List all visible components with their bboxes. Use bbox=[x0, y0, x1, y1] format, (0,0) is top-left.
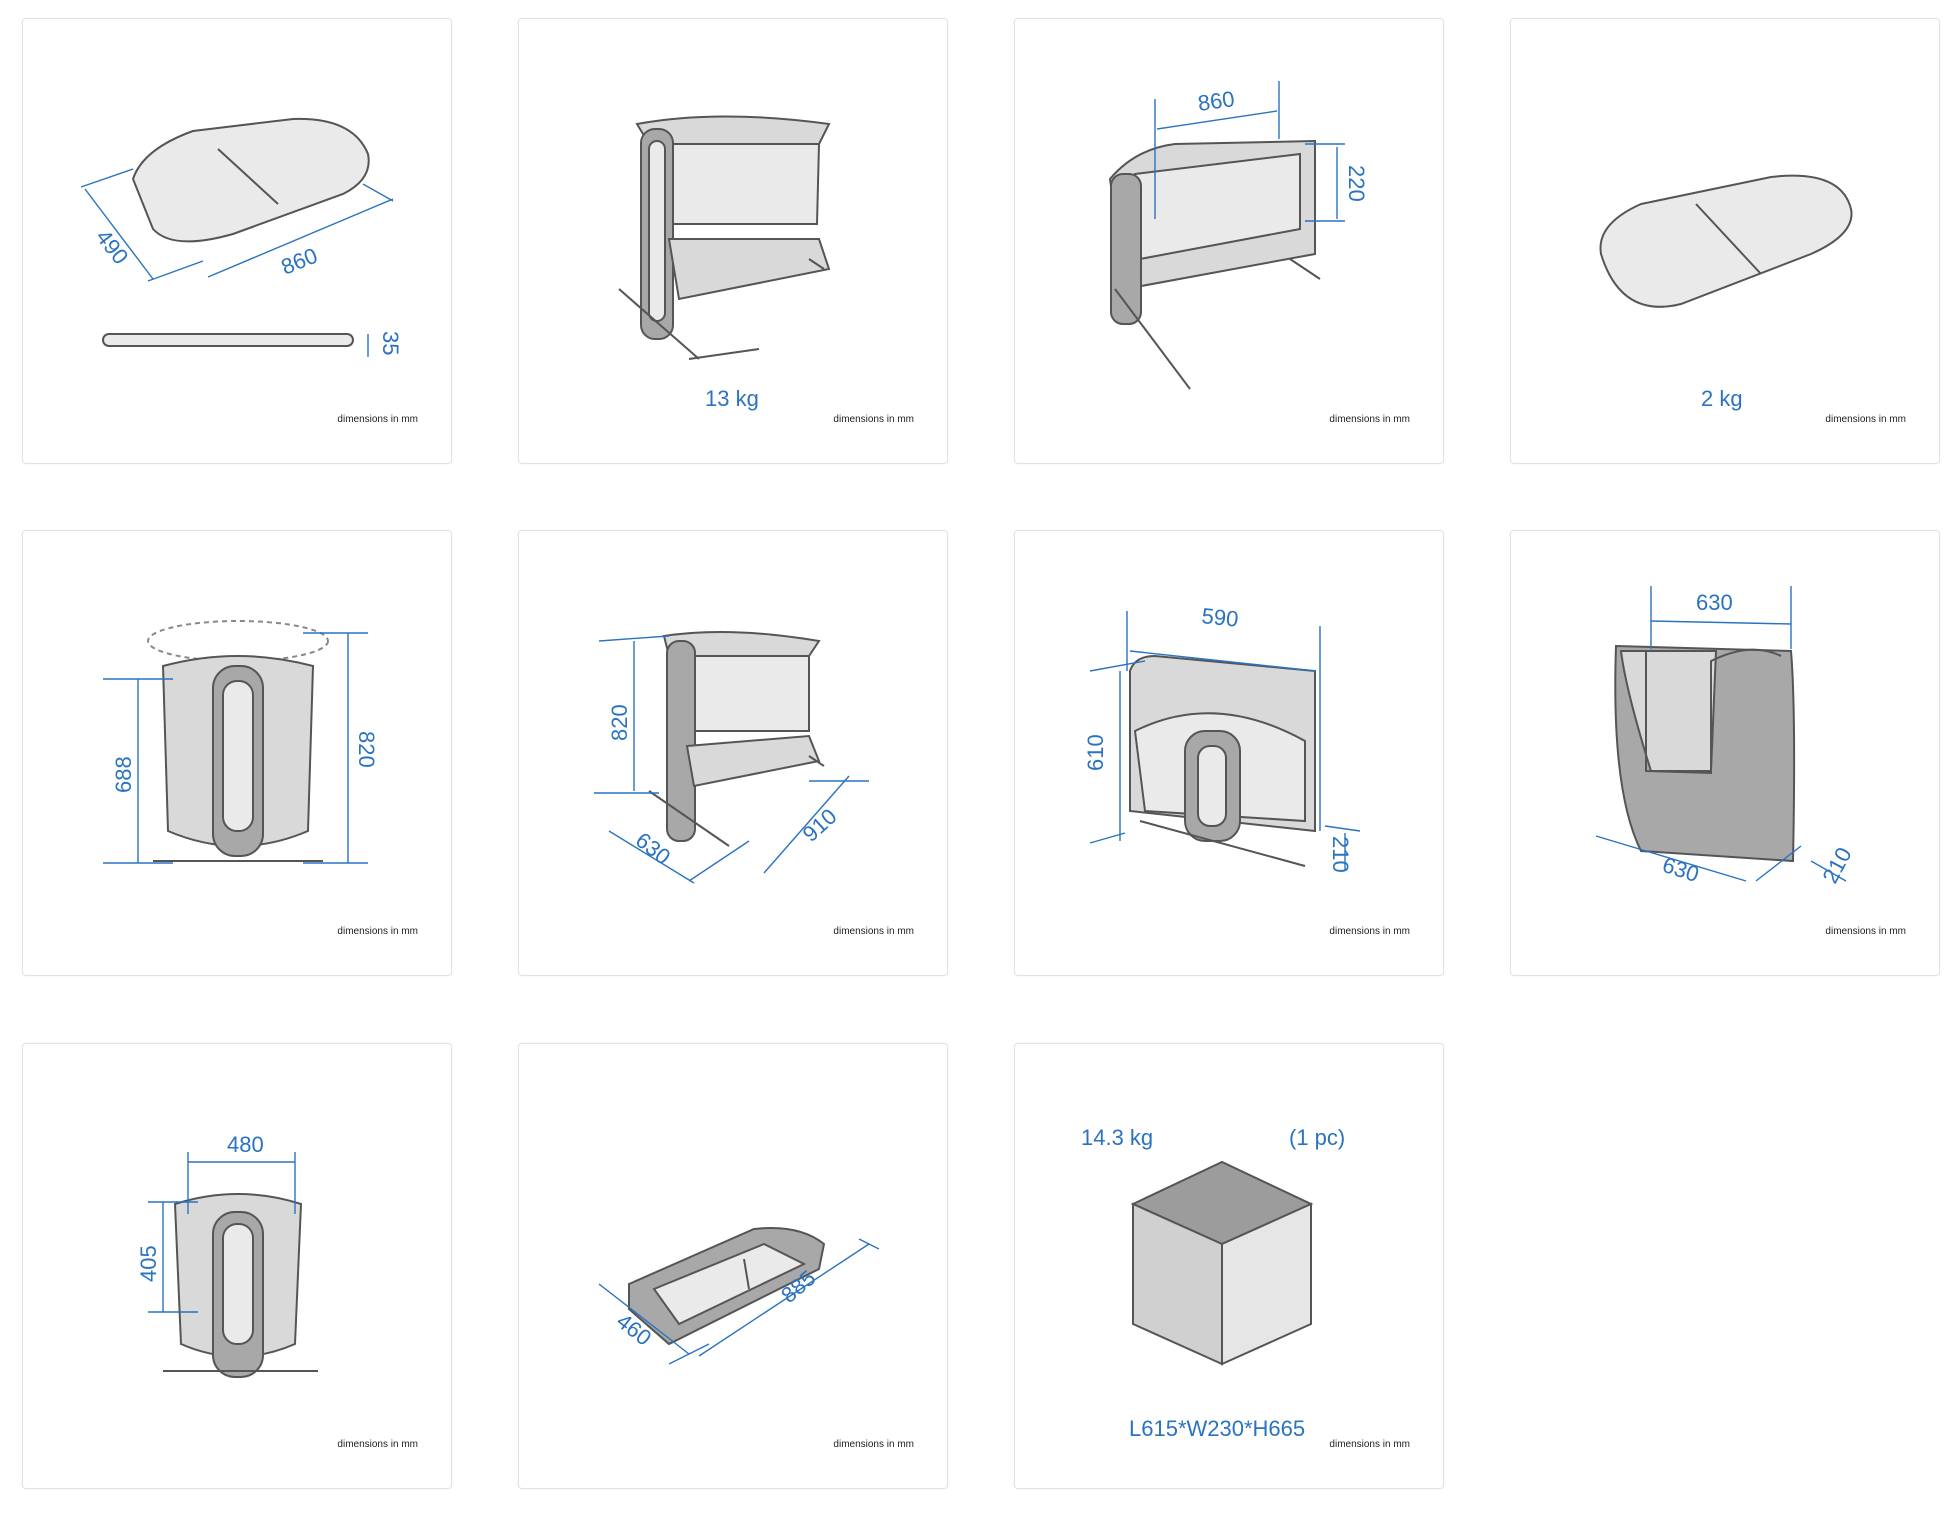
dimension-lines bbox=[1154, 81, 1345, 222]
dimension-lines bbox=[148, 1152, 296, 1313]
card-crib-weight: 13 kg dimensions in mm bbox=[518, 18, 948, 464]
travel-bag-illustration bbox=[1614, 644, 1796, 863]
package-box-illustration bbox=[1130, 1160, 1314, 1366]
dimensions-note: dimensions in mm bbox=[337, 414, 418, 425]
dim-length: 630 bbox=[1659, 852, 1702, 887]
product-weight: 2 kg bbox=[1701, 386, 1743, 411]
dim-height: 405 bbox=[136, 1245, 161, 1282]
folded-crib-illustration bbox=[1129, 654, 1316, 867]
dimensions-note: dimensions in mm bbox=[833, 414, 914, 425]
dimension-lines bbox=[1089, 611, 1361, 871]
crib-illustration bbox=[1108, 139, 1321, 390]
card-mattress-dimensions: 490 860 35 dimensions in mm bbox=[22, 18, 452, 464]
crib-illustration bbox=[648, 631, 825, 847]
dimension-lines bbox=[103, 632, 368, 864]
package-size: L615*W230*H665 bbox=[1129, 1416, 1306, 1441]
dimension-lines bbox=[1595, 586, 1847, 882]
dimension-lines bbox=[80, 168, 394, 357]
dim-length: 860 bbox=[1196, 86, 1236, 116]
crib-illustration bbox=[618, 115, 831, 360]
dimensions-note: dimensions in mm bbox=[1329, 926, 1410, 937]
product-weight: 13 kg bbox=[705, 386, 759, 411]
dimensions-note: dimensions in mm bbox=[337, 1439, 418, 1450]
card-crib-top-dimensions: 860 220 dimensions in mm bbox=[1014, 18, 1444, 464]
dim-length: 590 bbox=[1200, 603, 1239, 632]
card-compact-dimensions: 480 405 dimensions in mm bbox=[22, 1043, 452, 1489]
dim-depth: 210 bbox=[1328, 836, 1353, 873]
dimensions-note: dimensions in mm bbox=[1825, 414, 1906, 425]
dim-width: 630 bbox=[1696, 590, 1733, 615]
mattress-illustration bbox=[102, 117, 370, 347]
card-mattress-weight: 2 kg dimensions in mm bbox=[1510, 18, 1940, 464]
dim-width: 480 bbox=[227, 1132, 264, 1157]
dim-height: 610 bbox=[1083, 734, 1108, 771]
dimensions-note: dimensions in mm bbox=[833, 926, 914, 937]
card-front-height-dimensions: 688 820 dimensions in mm bbox=[22, 530, 452, 976]
dim-height: 820 bbox=[607, 704, 632, 741]
card-folded-dimensions: 590 610 210 dimensions in mm bbox=[1014, 530, 1444, 976]
crib-front-illustration bbox=[163, 1193, 318, 1378]
crib-front-illustration bbox=[147, 620, 329, 862]
dim-height: 220 bbox=[1344, 165, 1369, 202]
card-base-dimensions: 460 885 dimensions in mm bbox=[518, 1043, 948, 1489]
dimension-lines bbox=[594, 635, 869, 884]
card-bag-dimensions: 630 630 210 dimensions in mm bbox=[1510, 530, 1940, 976]
card-package-box: 14.3 kg (1 pc) L615*W230*H665 dimensions… bbox=[1014, 1043, 1444, 1489]
dim-depth: 210 bbox=[1817, 843, 1856, 887]
dim-length: 910 bbox=[798, 804, 842, 847]
dimensions-note: dimensions in mm bbox=[833, 1439, 914, 1450]
dim-width: 490 bbox=[91, 225, 133, 269]
base-plate-illustration bbox=[628, 1227, 826, 1346]
dim-length: 860 bbox=[278, 243, 321, 280]
dimensions-note: dimensions in mm bbox=[1825, 926, 1906, 937]
mattress-illustration bbox=[1599, 174, 1853, 308]
dim-min-height: 688 bbox=[111, 756, 136, 793]
dim-max-height: 820 bbox=[354, 731, 379, 768]
dimensions-note: dimensions in mm bbox=[337, 926, 418, 937]
dim-thickness: 35 bbox=[378, 331, 403, 355]
dimensions-note: dimensions in mm bbox=[1329, 1439, 1410, 1450]
package-weight: 14.3 kg bbox=[1081, 1125, 1154, 1150]
dimension-lines bbox=[598, 1238, 880, 1365]
card-crib-overall-dimensions: 820 630 910 dimensions in mm bbox=[518, 530, 948, 976]
package-quantity: (1 pc) bbox=[1289, 1125, 1346, 1150]
dimensions-note: dimensions in mm bbox=[1329, 414, 1410, 425]
